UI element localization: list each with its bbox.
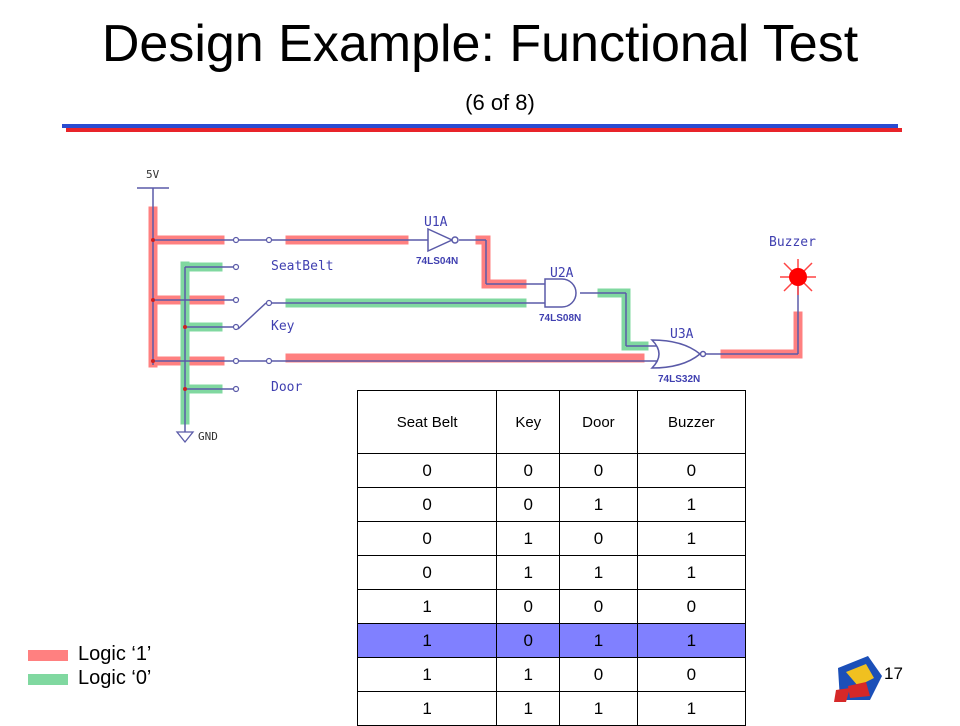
- table-cell: 0: [636, 589, 747, 624]
- or-gate-symbol: [650, 339, 707, 369]
- gate-ref-u2a: U2A: [550, 266, 574, 281]
- university-logo-icon: [834, 656, 882, 702]
- slide-subtitle: (6 of 8): [465, 90, 535, 115]
- column-header-key: Key: [496, 390, 561, 454]
- gate-part-u2a: 74LS08N: [539, 313, 581, 324]
- table-cell: 0: [636, 657, 747, 692]
- table-cell: 0: [636, 453, 747, 488]
- gate-ref-u3a: U3A: [670, 327, 694, 342]
- table-cell: 0: [496, 453, 561, 488]
- table-cell: 1: [559, 623, 638, 658]
- table-cell: 1: [356, 589, 498, 624]
- title-rule: [62, 124, 902, 132]
- column-header-door: Door: [559, 390, 638, 454]
- table-cell: 0: [356, 521, 498, 556]
- not-gate-symbol: [427, 227, 459, 253]
- table-cell: 1: [636, 487, 747, 522]
- table-cell: 1: [496, 691, 561, 726]
- legend-swatch-logic-1: [28, 650, 68, 661]
- table-cell: 1: [559, 487, 638, 522]
- slide-title: Design Example: Functional Test: [101, 15, 859, 73]
- table-cell: 0: [559, 589, 638, 624]
- supply-label: 5V: [146, 168, 160, 181]
- switch-label-key: Key: [271, 319, 295, 334]
- table-cell: 1: [636, 691, 747, 726]
- schematic-wires: [137, 187, 799, 432]
- table-cell: 0: [496, 623, 561, 658]
- table-cell: 0: [559, 521, 638, 556]
- table-cell: 1: [356, 657, 498, 692]
- gate-part-u3a: 74LS32N: [658, 374, 700, 385]
- column-header-buzzer: Buzzer: [636, 390, 747, 454]
- table-cell: 1: [636, 521, 747, 556]
- gate-ref-u1a: U1A: [424, 215, 448, 230]
- table-cell: 1: [559, 691, 638, 726]
- output-label: Buzzer: [769, 235, 816, 250]
- table-cell: 0: [496, 589, 561, 624]
- junction-dots: [151, 238, 187, 391]
- table-cell: 0: [356, 555, 498, 590]
- table-header-row: Seat Belt Key Door Buzzer: [356, 390, 747, 454]
- ground-label: GND: [198, 430, 218, 443]
- buzzer-lamp-icon: [780, 259, 816, 295]
- table-cell: 1: [636, 555, 747, 590]
- gate-part-u1a: 74LS04N: [416, 256, 458, 267]
- legend-swatch-logic-0: [28, 674, 68, 685]
- table-cell: 1: [496, 657, 561, 692]
- switch-label-seatbelt: SeatBelt: [271, 259, 334, 274]
- switch-label-door: Door: [271, 380, 302, 395]
- table-cell: 0: [496, 487, 561, 522]
- table-cell: 1: [496, 521, 561, 556]
- table-cell: 0: [356, 453, 498, 488]
- legend-label-logic-0: Logic ‘0’: [78, 667, 152, 689]
- table-cell: 1: [356, 691, 498, 726]
- column-header-seat-belt: Seat Belt: [356, 390, 498, 454]
- table-cell: 1: [636, 623, 747, 658]
- table-cell: 0: [559, 657, 638, 692]
- table-cell: 1: [356, 623, 498, 658]
- switch-contacts: [232, 236, 273, 393]
- table-cell: 0: [559, 453, 638, 488]
- logic-1-highlights: [148, 206, 803, 368]
- table-cell: 0: [356, 487, 498, 522]
- ground-symbol: [175, 431, 195, 444]
- table-cell: 1: [559, 555, 638, 590]
- page-number: 17: [884, 664, 903, 683]
- legend-label-logic-1: Logic ‘1’: [78, 643, 152, 665]
- table-cell: 1: [496, 555, 561, 590]
- and-gate-symbol: [544, 278, 577, 308]
